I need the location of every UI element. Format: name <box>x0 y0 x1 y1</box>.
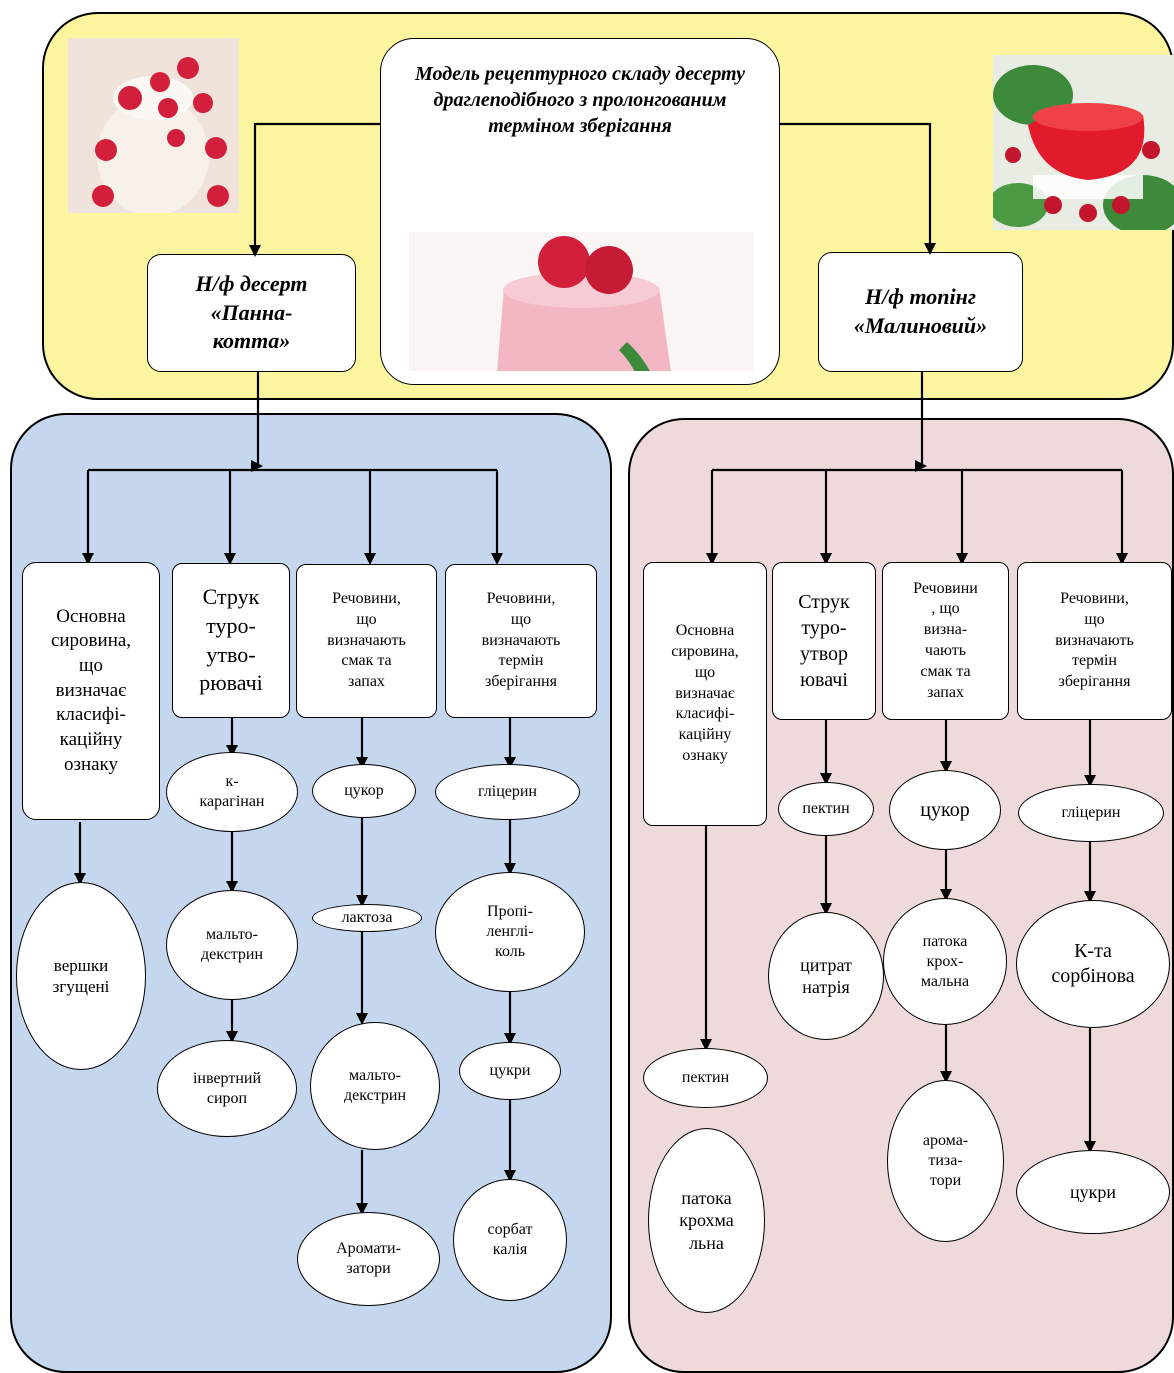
right-item-sugars: цукри <box>1016 1150 1170 1234</box>
right-category-shelf: Речовини, що визначають термін зберіганн… <box>1017 562 1172 720</box>
left-item-sugars: цукри <box>459 1042 561 1100</box>
left-item-flavorings: Аромати- затори <box>297 1212 440 1306</box>
right-item-glycerin: гліцерин <box>1018 784 1164 842</box>
panna-cotta-photo <box>68 38 239 213</box>
right-category-taste: Речовини , що визна- чають смак та запах <box>882 562 1009 720</box>
left-item-propylene-glycol: Пропі- ленглі- коль <box>435 872 585 992</box>
left-item-maltodextrin: мальто- декстрин <box>166 890 298 1000</box>
panna-cotta-box: Н/ф десерт «Панна- котта» <box>147 254 356 372</box>
right-item-pectin-base: пектин <box>643 1048 768 1108</box>
right-item-pectin: пектин <box>778 782 874 836</box>
right-item-sodium-citrate: цитрат натрія <box>768 912 884 1040</box>
left-category-taste: Речовини, що визначають смак та запах <box>296 564 437 718</box>
right-category-structure: Струк туро- утвор ювачі <box>772 562 876 720</box>
left-item-maltodextrin-2: мальто- декстрин <box>310 1022 440 1150</box>
right-item-flavorings: арома- тиза- тори <box>887 1080 1004 1242</box>
left-category-structure: Струк туро- утво- рювачі <box>172 563 290 718</box>
model-title: Модель рецептурного складу десерту драгл… <box>414 63 745 137</box>
left-item-vershky: вершки згущені <box>16 882 146 1070</box>
right-item-starch-syrup-2: патока крох- мальна <box>883 898 1007 1025</box>
model-box: Модель рецептурного складу десерту драгл… <box>380 38 780 385</box>
left-item-carrageenan: к- карагінан <box>166 752 298 832</box>
raspberry-topping-box: Н/ф топінг «Малиновий» <box>818 252 1023 372</box>
left-category-shelf: Речовини, що визначають термін зберіганн… <box>445 564 597 718</box>
left-item-sugar: цукор <box>312 764 416 818</box>
right-category-base: Основна сировина, що визначає класифі- к… <box>643 562 767 826</box>
left-item-glycerin: гліцерин <box>435 764 580 820</box>
right-item-sugar: цукор <box>889 770 1001 850</box>
left-item-invert-syrup: інвертний сироп <box>157 1040 297 1137</box>
raspberry-topping-photo <box>993 55 1174 230</box>
left-item-potassium-sorbate: сорбат калія <box>453 1179 567 1301</box>
left-item-lactose: лактоза <box>312 904 422 932</box>
left-category-base: Основна сировина, що визначає класифі- к… <box>22 562 160 820</box>
model-dessert-photo <box>409 211 754 371</box>
right-item-sorbic-acid: К-та сорбінова <box>1016 900 1170 1028</box>
right-item-starch-syrup: патока крохма льна <box>648 1128 765 1313</box>
